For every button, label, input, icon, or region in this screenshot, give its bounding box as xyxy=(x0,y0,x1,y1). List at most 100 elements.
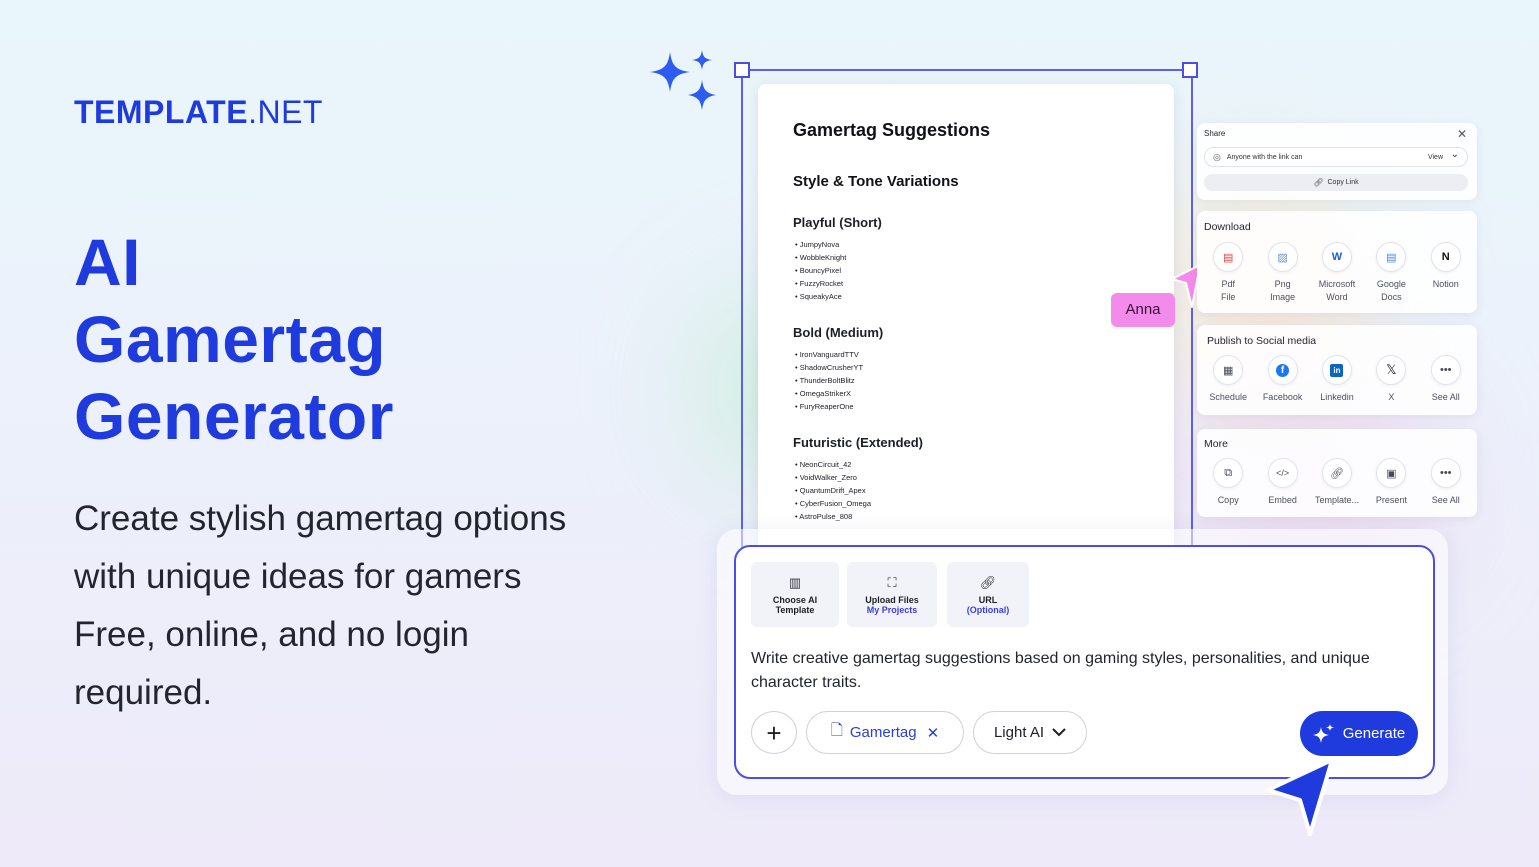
document-page[interactable]: Gamertag Suggestions Style & Tone Variat… xyxy=(758,84,1174,554)
list-item: QuantumDrift_Apex xyxy=(795,484,871,497)
template-net-logo[interactable]: TEMPLATE.NET xyxy=(74,94,323,131)
social-title: Publish to Social media xyxy=(1207,335,1317,347)
template-icon: ▥ xyxy=(788,574,802,590)
document-section-title: Style & Tone Variations xyxy=(793,173,959,190)
resize-handle[interactable] xyxy=(1182,62,1198,78)
chip-title: Choose AI Template xyxy=(772,594,818,615)
list-item: FuryReaperOne xyxy=(795,400,863,413)
link-access-select[interactable]: ◎ Anyone with the link can View ⌄ xyxy=(1204,147,1468,167)
copy-link-button[interactable]: 🔗︎ Copy Link xyxy=(1204,174,1468,191)
upload-files-button[interactable]: ⛶ Upload Files My Projects xyxy=(847,562,937,627)
download-title: Download xyxy=(1204,221,1251,233)
option-label: Copy xyxy=(1217,495,1239,505)
logo-thin: .NET xyxy=(248,94,323,130)
list-item: SqueakyAce xyxy=(795,290,846,303)
option-label: Template... xyxy=(1314,495,1359,505)
list-item: NeonCircuit_42 xyxy=(795,458,871,471)
more-icon: ••• xyxy=(1430,458,1461,488)
resize-handle[interactable] xyxy=(734,62,750,78)
list-item: VoidWalker_Zero xyxy=(795,471,871,484)
option-label: Facebook xyxy=(1262,392,1303,402)
option-label: See All xyxy=(1431,495,1460,505)
hero-description: Create stylish gamertag options with uni… xyxy=(74,499,567,712)
cursor-pointer-icon xyxy=(1171,264,1201,308)
download-png-button[interactable]: ▨ Png Image xyxy=(1255,242,1309,304)
option-label: X xyxy=(1388,392,1395,402)
schedule-button[interactable]: ▦Schedule xyxy=(1201,355,1255,404)
facebook-icon: f xyxy=(1267,355,1298,385)
generate-label: Generate xyxy=(1342,725,1406,742)
copy-button[interactable]: ⧉Copy xyxy=(1201,458,1255,507)
option-label: See All xyxy=(1431,392,1460,402)
more-title: More xyxy=(1204,438,1228,450)
option-label: Google Docs xyxy=(1376,279,1406,302)
share-panel: Share ✕ ◎ Anyone with the link can View … xyxy=(1197,123,1477,200)
present-icon: ▣ xyxy=(1376,458,1407,488)
template-link-button[interactable]: 🔗︎ Template... xyxy=(1310,458,1364,507)
list-item: CyberFusion_Omega xyxy=(795,497,871,510)
cursor-arrow-icon xyxy=(1266,758,1334,836)
option-label: Png Image xyxy=(1270,279,1296,302)
sparkle-icon xyxy=(650,50,716,110)
list-item: ThunderBoltBlitz xyxy=(795,374,863,387)
gamertag-list: JumpyNova WobbleKnight BouncyPixel Fuzzy… xyxy=(795,238,847,303)
list-item: WobbleKnight xyxy=(795,251,847,264)
plus-icon: + xyxy=(766,717,782,748)
google-docs-icon: ▤ xyxy=(1376,242,1407,272)
hero-title-line: Gamertag xyxy=(74,302,387,376)
group-heading: Futuristic (Extended) xyxy=(793,435,924,450)
group-heading: Playful (Short) xyxy=(793,215,882,230)
embed-button[interactable]: </>Embed xyxy=(1255,458,1309,507)
link-icon: 🔗︎ xyxy=(1313,178,1324,187)
link-icon: 🔗︎ xyxy=(979,574,997,590)
document-icon: 🗋︎ xyxy=(830,722,843,739)
list-item: BouncyPixel xyxy=(795,264,846,277)
pdf-icon: ▤ xyxy=(1213,242,1244,272)
chip-subtitle: My Projects xyxy=(866,604,918,615)
present-button[interactable]: ▣ Present xyxy=(1364,458,1418,507)
permission-value: View xyxy=(1427,153,1443,161)
gamertag-tag[interactable]: 🗋︎ Gamertag ✕ xyxy=(806,711,964,754)
collaborator-badge: Anna xyxy=(1111,293,1175,327)
logo-bold: TEMPLATE xyxy=(74,94,249,130)
image-icon: ▨ xyxy=(1267,242,1298,272)
close-icon[interactable]: ✕ xyxy=(1456,127,1467,141)
download-pdf-button[interactable]: ▤Pdf File xyxy=(1201,242,1255,304)
gamertag-list: NeonCircuit_42 VoidWalker_Zero QuantumDr… xyxy=(795,458,871,523)
sparkle-icon xyxy=(1312,723,1334,743)
more-see-all-button[interactable]: ••• See All xyxy=(1419,458,1473,507)
prompt-composer: ▥ Choose AI Template ⛶ Upload Files My P… xyxy=(734,545,1435,779)
option-label: Microsoft Word xyxy=(1318,279,1356,302)
link-icon: 🔗︎ xyxy=(1321,458,1352,488)
model-select[interactable]: Light AI xyxy=(973,711,1087,754)
image-upload-icon: ⛶ xyxy=(887,574,897,590)
hero-title-line: AI xyxy=(74,225,141,299)
choose-ai-template-button[interactable]: ▥ Choose AI Template xyxy=(751,562,839,627)
copy-link-label: Copy Link xyxy=(1327,179,1359,186)
linkedin-icon: in xyxy=(1321,355,1352,385)
list-item: IronVanguardTTV xyxy=(795,348,863,361)
generate-button[interactable]: Generate xyxy=(1300,711,1418,756)
chevron-down-icon: ⌄ xyxy=(1450,149,1459,160)
prompt-input[interactable]: Write creative gamertag suggestions base… xyxy=(751,650,1370,691)
model-label: Light AI xyxy=(993,724,1045,741)
hero-title-line: Generator xyxy=(74,379,394,453)
tag-label: Gamertag xyxy=(849,724,917,741)
add-button[interactable]: + xyxy=(751,711,797,754)
group-heading: Bold (Medium) xyxy=(793,325,884,340)
embed-icon: </> xyxy=(1267,458,1298,488)
notion-icon: N xyxy=(1430,242,1461,272)
remove-tag-icon[interactable]: ✕ xyxy=(926,724,940,742)
social-see-all-button[interactable]: ••• See All xyxy=(1419,355,1473,404)
more-icon: ••• xyxy=(1430,355,1461,385)
download-google-docs-button[interactable]: ▤ Google Docs xyxy=(1364,242,1418,304)
url-button[interactable]: 🔗︎ URL (Optional) xyxy=(947,562,1029,627)
option-label: Present xyxy=(1375,495,1407,505)
